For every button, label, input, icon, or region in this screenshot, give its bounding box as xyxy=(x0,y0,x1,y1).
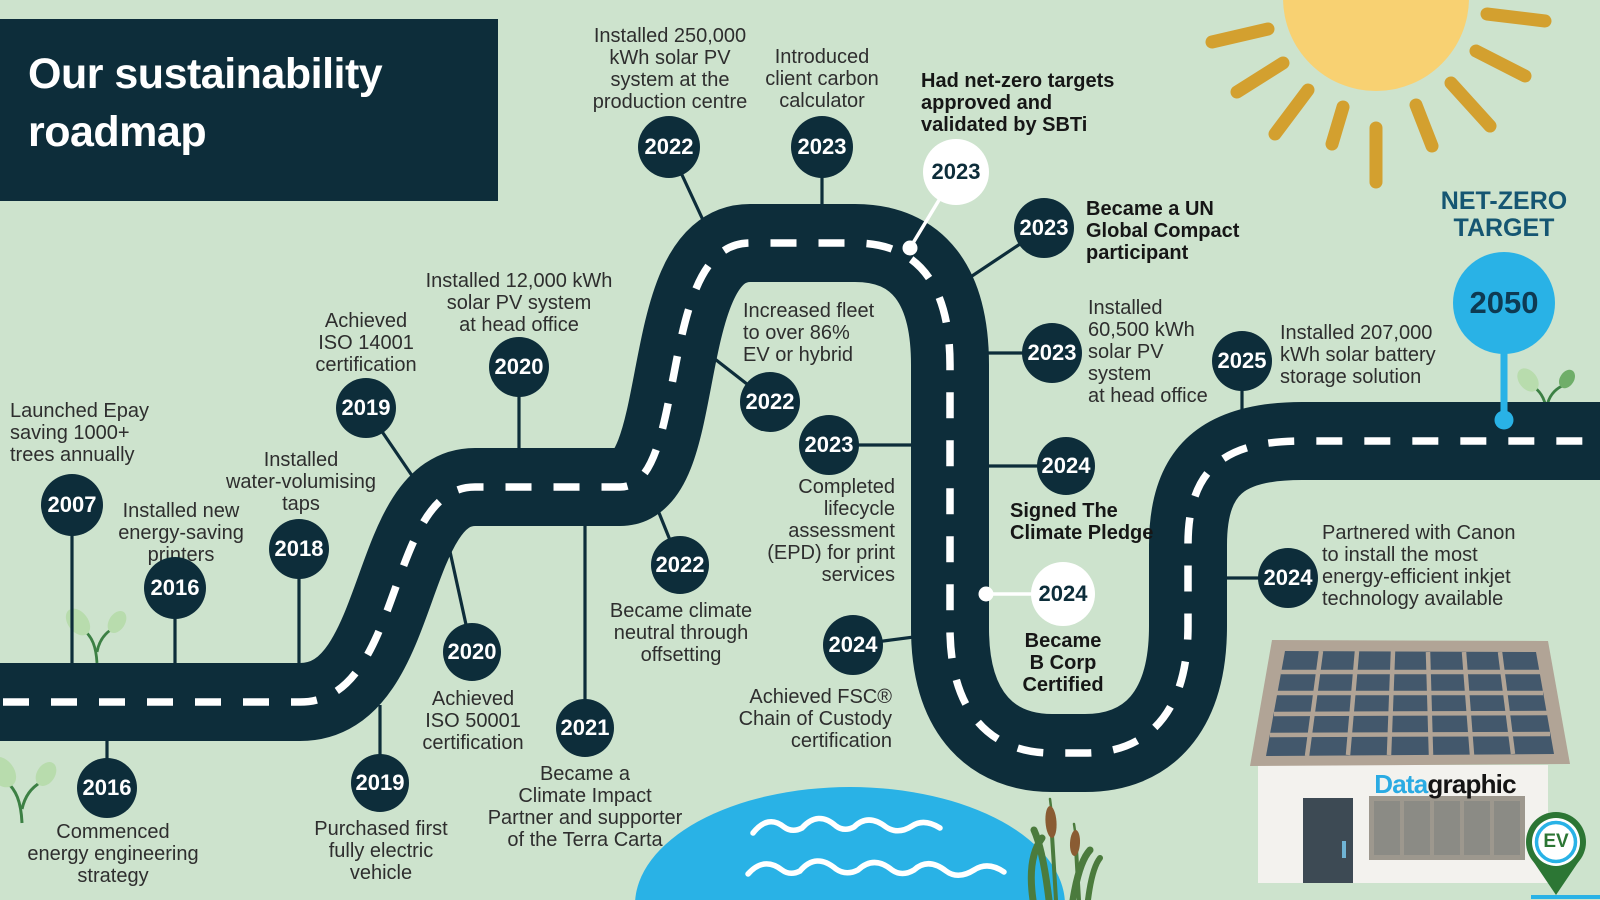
net-zero-year-badge: 2050 xyxy=(1453,252,1555,354)
pond xyxy=(635,787,1065,900)
building-illustration xyxy=(1250,640,1600,899)
page-title-line1: Our sustainability xyxy=(28,50,383,98)
milestone-label: Had net-zero targets approved and valida… xyxy=(921,70,1115,136)
milestone-label: Increased fleet to over 86% EV or hybrid xyxy=(743,300,875,366)
milestone-year-badge: 2024 xyxy=(1037,437,1095,495)
milestone-year-badge: 2022 xyxy=(651,536,709,594)
sprout-icon xyxy=(0,756,57,824)
cattails-icon xyxy=(1027,797,1103,900)
solar-panel-roof xyxy=(1250,640,1570,766)
milestone-year-badge: 2024 xyxy=(823,615,883,675)
milestone-year-badge: 2019 xyxy=(351,754,409,812)
road-centerline xyxy=(0,239,1600,757)
milestone-label: Signed The Climate Pledge xyxy=(1010,500,1154,544)
milestone-label: Installed water-volumising taps xyxy=(225,449,377,515)
milestone-year-badge: 2023 xyxy=(791,116,853,178)
milestone-year-badge: 2016 xyxy=(144,557,206,619)
milestone-year-badge: 2023 xyxy=(923,139,989,205)
milestone-year-badge: 2024 xyxy=(1031,562,1095,626)
brand-logo: Datagraphic xyxy=(1366,769,1524,800)
milestone-label: Became a UN Global Compact participant xyxy=(1086,198,1240,264)
milestone-label: Launched Epay saving 1000+ trees annuall… xyxy=(10,400,150,466)
milestone-label: Installed 250,000 kWh solar PV system at… xyxy=(592,25,748,113)
ev-pin-icon xyxy=(1526,812,1600,899)
milestone-label: Became climate neutral through offsettin… xyxy=(609,600,753,666)
brand-logo-primary: Data xyxy=(1374,769,1428,799)
milestone-year-badge: 2023 xyxy=(1022,323,1082,383)
milestone-year-badge: 2022 xyxy=(740,372,800,432)
milestone-label: Achieved ISO 14001 certification xyxy=(315,310,417,376)
page-title-line2: roadmap xyxy=(28,108,207,156)
milestone-label: Achieved FSC® Chain of Custody certifica… xyxy=(738,686,892,752)
milestone-year-badge: 2020 xyxy=(443,623,501,681)
milestone-label: Became B Corp Certified xyxy=(1022,630,1104,696)
milestone-year-badge: 2022 xyxy=(638,116,700,178)
sun-icon xyxy=(1205,0,1552,189)
door xyxy=(1303,798,1353,883)
milestone-year-badge: 2021 xyxy=(556,699,614,757)
milestone-label: Achieved ISO 50001 certification xyxy=(422,688,524,754)
milestone-label: Purchased first fully electric vehicle xyxy=(314,818,448,884)
milestone-label: Commenced energy engineering strategy xyxy=(27,821,199,887)
ev-pin-label: EV xyxy=(1543,831,1569,852)
title-block: Our sustainability roadmap xyxy=(0,19,498,201)
milestone-label: Became a Climate Impact Partner and supp… xyxy=(487,763,683,851)
milestone-label: Installed 207,000 kWh solar battery stor… xyxy=(1280,322,1436,388)
milestone-label: Introduced client carbon calculator xyxy=(765,46,879,112)
brand-logo-secondary: graphic xyxy=(1427,769,1516,799)
milestone-label: Installed 12,000 kWh solar PV system at … xyxy=(425,270,613,336)
milestone-year-badge: 2016 xyxy=(77,758,137,818)
milestone-year-badge: 2023 xyxy=(1014,198,1074,258)
milestone-year-badge: 2018 xyxy=(269,519,329,579)
milestone-year-badge: 2019 xyxy=(336,378,396,438)
milestone-label: Partnered with Canon to install the most… xyxy=(1322,522,1516,610)
milestone-year-badge: 2024 xyxy=(1258,548,1318,608)
milestone-year-badge: 2023 xyxy=(799,415,859,475)
net-zero-heading: NET-ZERO TARGET xyxy=(1440,187,1568,242)
milestone-year-badge: 2020 xyxy=(489,337,549,397)
milestone-year-badge: 2007 xyxy=(41,474,103,536)
milestone-year-badge: 2025 xyxy=(1212,331,1272,391)
milestone-label: Installed 60,500 kWh solar PV system at … xyxy=(1088,297,1208,407)
milestone-label: Completed lifecycle assessment (EPD) for… xyxy=(767,476,895,586)
road xyxy=(0,204,1600,792)
